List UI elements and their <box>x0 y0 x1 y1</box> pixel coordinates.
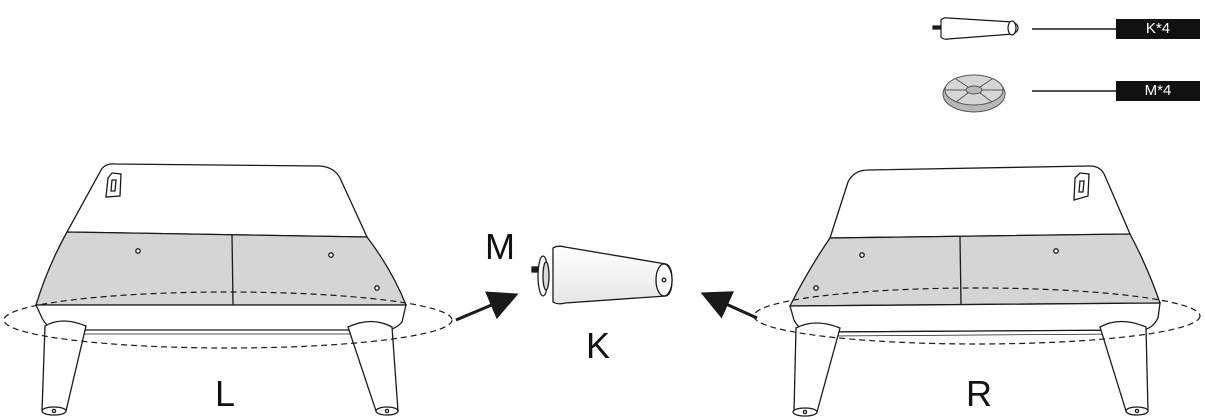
left-furniture-body <box>34 163 407 335</box>
right-furniture-body <box>788 165 1161 337</box>
right-arrow <box>700 291 758 320</box>
left-highlight-ellipse <box>3 291 453 349</box>
disc-glide-icon <box>942 74 1006 113</box>
left-arrow <box>455 291 519 322</box>
center-leg-with-glide <box>531 245 673 305</box>
label-left-assembly: L <box>215 373 236 414</box>
part-code-m: M*4 <box>1116 81 1200 101</box>
left-front-panel <box>35 231 407 306</box>
part-code-k: K*4 <box>1116 19 1200 39</box>
label-leg-k: K <box>586 325 611 366</box>
cone-leg-icon <box>932 17 1019 40</box>
label-glide-m: M <box>485 226 515 267</box>
right-front-panel <box>788 233 1161 307</box>
right-legs <box>792 320 1149 417</box>
right-highlight-ellipse <box>753 287 1201 345</box>
left-legs <box>41 320 399 416</box>
label-right-assembly: R <box>966 373 992 414</box>
